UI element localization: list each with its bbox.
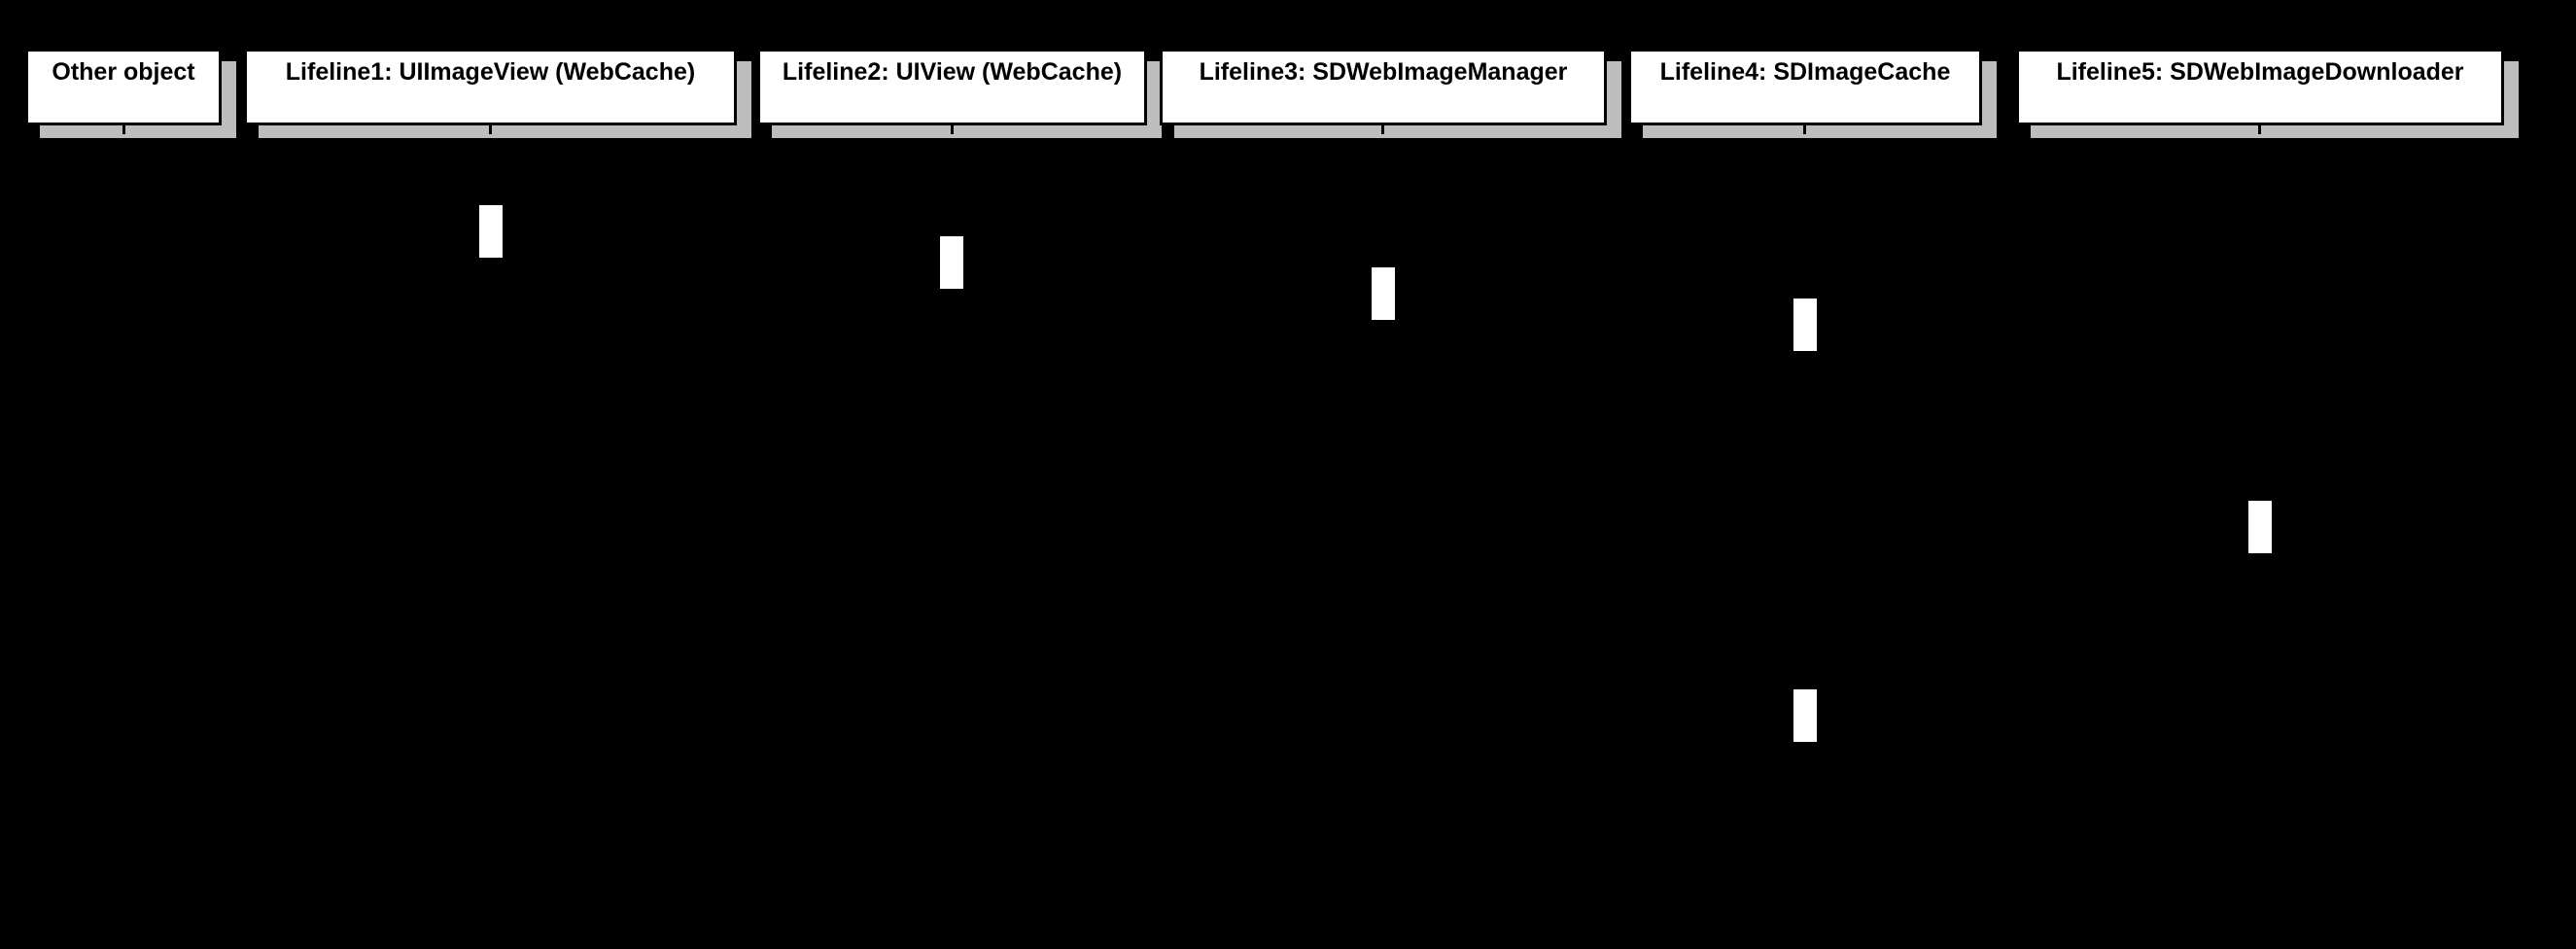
lifeline-line-lifeline2 <box>951 123 954 931</box>
lifeline-line-other-object <box>122 123 125 931</box>
lifeline-head-lifeline4[interactable]: Lifeline4: SDImageCache <box>1628 49 1982 125</box>
lifeline-head-lifeline5[interactable]: Lifeline5: SDWebImageDownloader <box>2016 49 2504 125</box>
lifeline-head-other-object[interactable]: Other object <box>25 49 222 125</box>
lifeline-line-lifeline4 <box>1803 123 1806 931</box>
lifeline-line-lifeline1 <box>489 123 492 931</box>
lifeline-label: Lifeline4: SDImageCache <box>1659 58 1951 86</box>
lifeline-label: Lifeline1: UIImageView (WebCache) <box>285 58 696 86</box>
activation-bar-lifeline4-b[interactable] <box>1793 689 1817 742</box>
lifeline-label: Lifeline3: SDWebImageManager <box>1199 58 1568 86</box>
activation-bar-lifeline1[interactable] <box>479 205 503 258</box>
activation-bar-lifeline5[interactable] <box>2248 501 2272 553</box>
lifeline-head-lifeline2[interactable]: Lifeline2: UIView (WebCache) <box>757 49 1147 125</box>
activation-bar-lifeline3[interactable] <box>1372 267 1395 320</box>
lifeline-label: Lifeline2: UIView (WebCache) <box>782 58 1123 86</box>
lifeline-head-lifeline1[interactable]: Lifeline1: UIImageView (WebCache) <box>244 49 737 125</box>
lifeline-line-lifeline3 <box>1381 123 1384 931</box>
activation-bar-lifeline2[interactable] <box>940 236 963 289</box>
lifeline-label: Other object <box>52 58 195 86</box>
activation-bar-lifeline4-a[interactable] <box>1793 299 1817 351</box>
lifeline-label: Lifeline5: SDWebImageDownloader <box>2056 58 2464 86</box>
lifeline-head-lifeline3[interactable]: Lifeline3: SDWebImageManager <box>1160 49 1607 125</box>
